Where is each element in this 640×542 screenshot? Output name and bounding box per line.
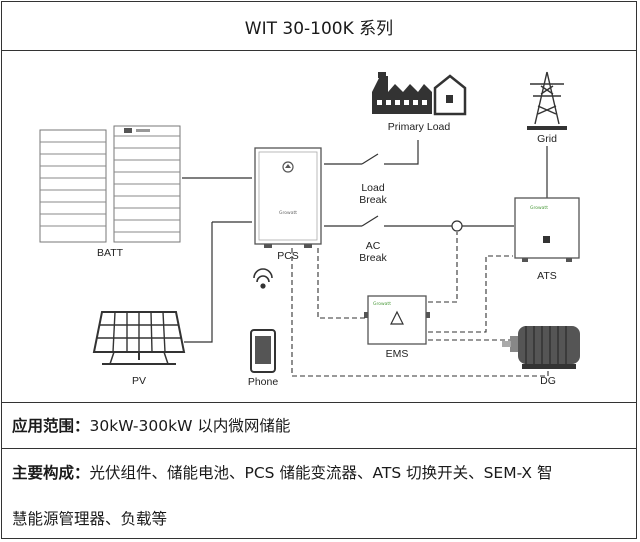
dg-label: DG	[540, 375, 556, 387]
load-break-label-1: Load	[361, 182, 385, 194]
ems-icon: Growatt	[364, 295, 430, 345]
ats-label: ATS	[537, 270, 557, 282]
ems-brand-text: Growatt	[373, 301, 391, 307]
phone-icon	[250, 329, 276, 373]
grid-label: Grid	[537, 133, 557, 145]
application-scope: 应用范围：30kW-300kW 以内微网储能	[12, 416, 290, 436]
ats-icon: Growatt	[514, 197, 580, 262]
divider	[2, 448, 636, 449]
main-composition-line2: 慧能源管理器、负载等	[12, 510, 168, 528]
primary-load-label: Primary Load	[388, 121, 451, 133]
main-composition: 主要构成：光伏组件、储能电池、PCS 储能变流器、ATS 切换开关、SEM-X …	[12, 463, 552, 483]
ac-break-label-2: Break	[359, 252, 387, 264]
pcs-brand-text: Growatt	[279, 210, 297, 216]
current-sensor-icon	[451, 220, 463, 232]
pcs-icon: Growatt	[254, 147, 322, 248]
application-scope-label: 应用范围：	[12, 417, 90, 435]
load-break-label-2: Break	[359, 194, 387, 206]
application-scope-value: 30kW-300kW 以内微网储能	[89, 417, 291, 435]
ac-break-label-1: AC	[366, 240, 381, 252]
solar-panel-icon	[92, 311, 186, 365]
main-composition-label: 主要构成：	[12, 464, 90, 482]
battery-icon	[39, 125, 181, 243]
grid-tower-icon	[527, 71, 567, 130]
system-diagram: BATT Growatt PCS	[2, 50, 636, 403]
pcs-label: PCS	[277, 250, 299, 262]
generator-icon	[502, 326, 580, 369]
main-composition-continued: 慧能源管理器、负载等	[12, 509, 167, 529]
factory-icon	[372, 72, 467, 116]
figure-title: WIT 30-100K 系列	[2, 2, 636, 51]
main-composition-line1: 光伏组件、储能电池、PCS 储能变流器、ATS 切换开关、SEM-X 智	[89, 464, 553, 482]
pv-label: PV	[132, 375, 146, 387]
ems-label: EMS	[386, 348, 409, 360]
phone-label: Phone	[248, 376, 279, 388]
batt-label: BATT	[97, 247, 124, 259]
ats-brand-text: Growatt	[530, 205, 548, 211]
wifi-icon	[253, 268, 273, 289]
